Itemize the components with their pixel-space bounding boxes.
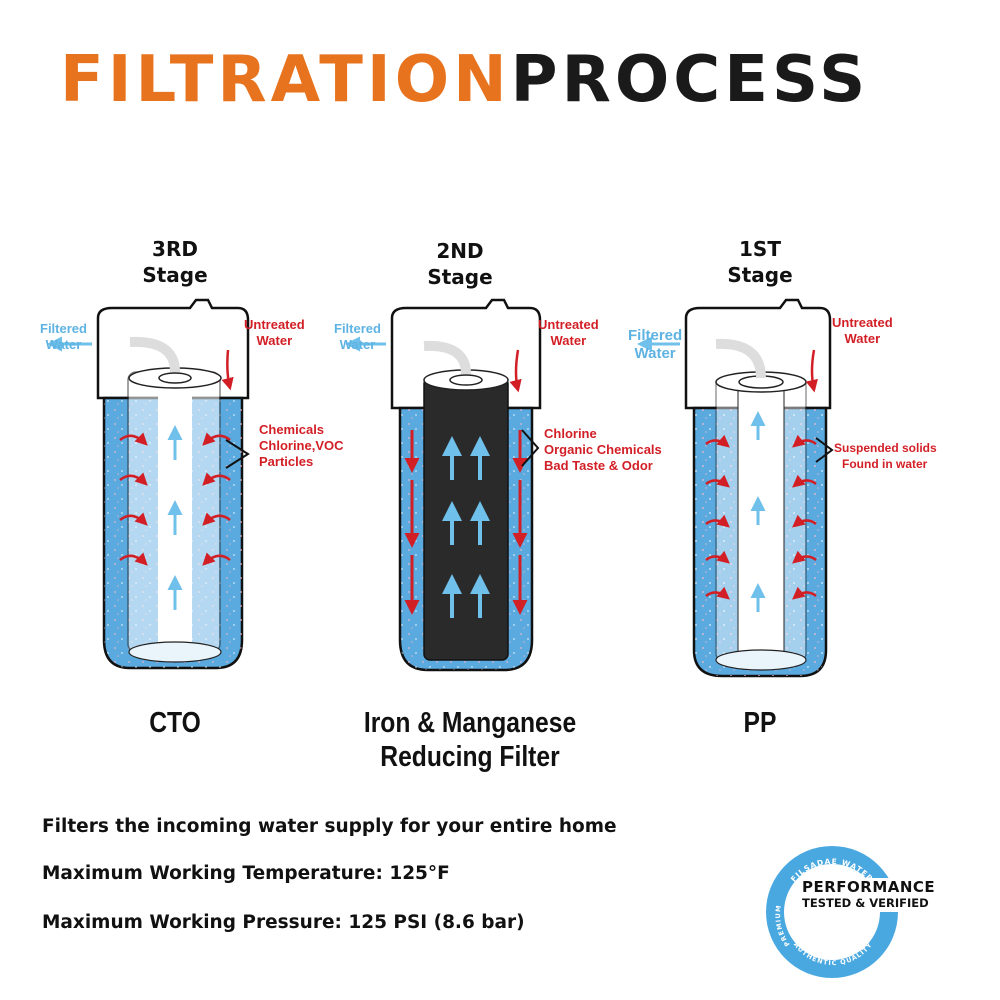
badge-line-1: PERFORMANCE bbox=[802, 878, 936, 896]
stage-3-word: Stage bbox=[142, 263, 208, 287]
cto-filter-name: CTO bbox=[149, 707, 201, 739]
stage-1-heading: 1ST Stage bbox=[705, 236, 815, 288]
stage-1-number: 1ST bbox=[739, 237, 781, 261]
stage-3-heading: 3RD Stage bbox=[120, 236, 230, 288]
badge-label: PERFORMANCE TESTED & VERIFIED bbox=[798, 878, 940, 912]
stage-2-heading: 2ND Stage bbox=[405, 238, 515, 290]
iron-manganese-filter-housing bbox=[345, 298, 542, 672]
filter-diagram bbox=[47, 298, 834, 678]
performance-badge-seal: FILSADAE WATER PREMIUM AUTHENTIC QUALITY bbox=[766, 846, 898, 978]
stage-1-word: Stage bbox=[727, 263, 793, 287]
feature-max-temperature: Maximum Working Temperature: 125°F bbox=[42, 863, 450, 884]
page-title: FILTRATIONPROCESS bbox=[60, 48, 869, 112]
cto-filter-housing bbox=[47, 298, 250, 670]
title-part-1: FILTRATION bbox=[60, 43, 511, 117]
pp-filter-name: PP bbox=[743, 707, 777, 739]
feature-whole-home: Filters the incoming water supply for yo… bbox=[42, 816, 617, 837]
title-part-2: PROCESS bbox=[510, 43, 870, 117]
badge-line-2: TESTED & VERIFIED bbox=[802, 896, 929, 910]
stage-2-word: Stage bbox=[427, 265, 493, 289]
feature-max-pressure: Maximum Working Pressure: 125 PSI (8.6 b… bbox=[42, 912, 525, 933]
stage-2-number: 2ND bbox=[436, 239, 484, 263]
stage-3-number: 3RD bbox=[152, 237, 198, 261]
pp-filter-housing bbox=[637, 298, 834, 678]
